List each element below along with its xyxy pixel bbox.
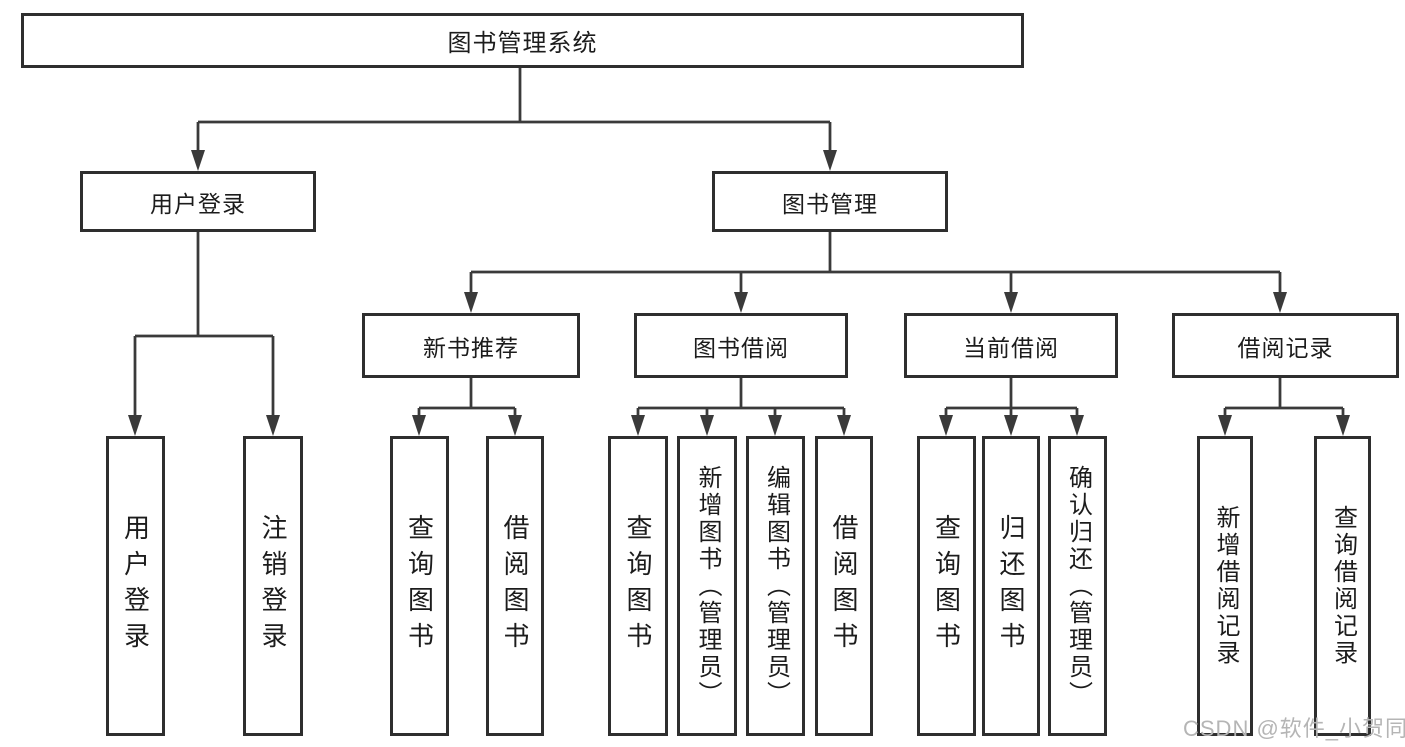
node-borrowing-add-books-admin: 新增图书（管理员） xyxy=(677,436,737,736)
node-label: 查询图书 xyxy=(623,514,653,658)
node-current-borrowing: 当前借阅 xyxy=(904,313,1118,378)
node-label: 查询图书 xyxy=(931,514,962,658)
node-logout: 注销登录 xyxy=(243,436,303,736)
node-label: 借阅图书 xyxy=(500,514,530,658)
node-label: 查询借阅记录 xyxy=(1329,505,1357,667)
node-borrowing-borrow-books: 借阅图书 xyxy=(815,436,873,736)
node-label: 确认归还（管理员） xyxy=(1064,464,1092,708)
watermark: CSDN @软件_小贺同学 xyxy=(1183,716,1405,741)
node-new-book-recommend: 新书推荐 xyxy=(362,313,580,378)
node-label: 当前借阅 xyxy=(963,334,1059,361)
node-recommend-borrow-books: 借阅图书 xyxy=(486,436,544,736)
node-label: 查询图书 xyxy=(404,514,435,658)
node-borrowing-query-books: 查询图书 xyxy=(608,436,668,736)
node-label: 归还图书 xyxy=(996,514,1026,658)
node-label: 编辑图书（管理员） xyxy=(762,464,790,708)
node-label: 新书推荐 xyxy=(423,334,519,361)
node-borrowing-records: 借阅记录 xyxy=(1172,313,1399,378)
node-label: 借阅图书 xyxy=(829,514,859,658)
node-label: 注销登录 xyxy=(258,514,288,658)
node-records-add-record: 新增借阅记录 xyxy=(1197,436,1253,736)
node-label: 新增借阅记录 xyxy=(1212,505,1239,667)
node-book-management: 图书管理 xyxy=(712,171,948,232)
node-label: 用户登录 xyxy=(120,514,151,658)
node-borrowing-edit-books-admin: 编辑图书（管理员） xyxy=(746,436,805,736)
connector-path xyxy=(133,68,1345,418)
node-recommend-query-books: 查询图书 xyxy=(390,436,449,736)
node-library-management-system: 图书管理系统 xyxy=(21,13,1024,68)
node-current-query-books: 查询图书 xyxy=(917,436,976,736)
node-label: 借阅记录 xyxy=(1237,334,1334,361)
node-user-login: 用户登录 xyxy=(80,171,316,232)
node-records-query-record: 查询借阅记录 xyxy=(1314,436,1371,736)
node-label: 用户登录 xyxy=(150,190,246,217)
node-label: 新增图书（管理员） xyxy=(694,464,721,708)
node-label: 图书管理系统 xyxy=(447,30,598,57)
arrowheads xyxy=(128,150,1350,436)
node-user-login-leaf: 用户登录 xyxy=(106,436,165,736)
node-label: 图书管理 xyxy=(782,190,878,217)
node-current-return-books: 归还图书 xyxy=(982,436,1040,736)
node-current-confirm-return-admin: 确认归还（管理员） xyxy=(1048,436,1107,736)
node-label: 图书借阅 xyxy=(693,334,789,361)
node-book-borrowing: 图书借阅 xyxy=(634,313,848,378)
